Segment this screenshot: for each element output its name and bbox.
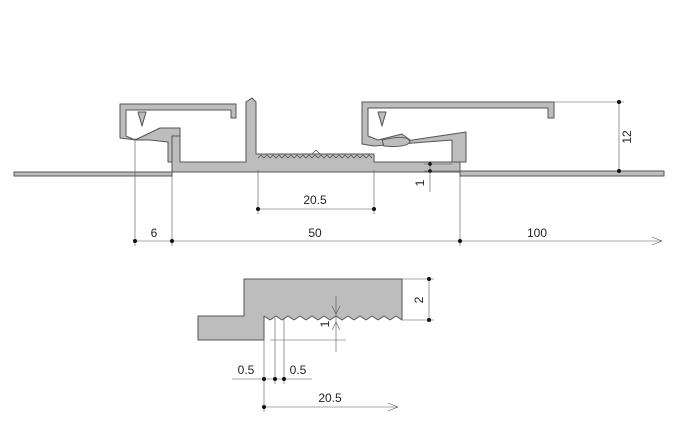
dimension-step-2: 2 [402, 277, 434, 322]
dim-label-20-5-top: 20.5 [303, 193, 327, 207]
dim-label-2: 2 [412, 296, 426, 303]
dimension-pitch: 0.5 0.5 [232, 318, 312, 412]
left-cap-profile [119, 103, 237, 163]
dimension-step-1: 1 [413, 162, 460, 192]
dimension-slot-20-5: 20.5 [256, 170, 376, 214]
dim-label-20-5-detail: 20.5 [318, 391, 342, 405]
serration-detail [197, 278, 403, 341]
dim-label-100: 100 [527, 226, 547, 240]
dim-label-12: 12 [620, 130, 634, 144]
dimension-serrated-20-5: 20.5 [262, 391, 399, 412]
base-plate-left [13, 171, 173, 177]
dim-label-6: 6 [151, 226, 158, 240]
right-cap-hook [381, 136, 411, 147]
slot-center-notch [311, 149, 321, 155]
dimension-height-12: 12 [462, 100, 634, 173]
dim-label-1-top: 1 [413, 179, 427, 186]
dim-label-50: 50 [308, 226, 322, 240]
dimension-tooth-1: 1 [270, 296, 346, 352]
dimension-baseline: 6 50 100 [133, 138, 663, 246]
base-plate-right [459, 170, 665, 177]
left-cap-tab [137, 111, 147, 127]
detail-profile [197, 278, 403, 341]
slot-serration [257, 154, 373, 159]
dim-label-1-detail: 1 [318, 320, 332, 327]
profile-cross-section [13, 97, 665, 177]
dim-label-0-5-left: 0.5 [238, 363, 255, 377]
right-cap-tab [377, 111, 387, 127]
right-cap-profile [361, 101, 555, 163]
dim-label-0-5-right: 0.5 [290, 363, 307, 377]
